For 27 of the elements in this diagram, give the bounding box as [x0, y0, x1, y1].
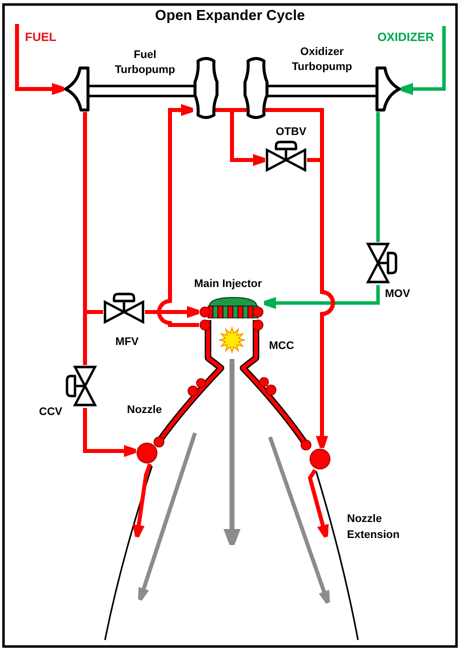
turbine-symbol — [243, 56, 269, 120]
coolant-manifold — [136, 442, 158, 464]
valve-symbol — [65, 365, 97, 408]
valve-symbol — [265, 140, 307, 172]
coolant-manifold — [199, 319, 211, 331]
turbine-symbol — [193, 56, 219, 120]
part-label: Oxidizer Turbopump — [292, 45, 352, 75]
valve-label: CCV — [39, 405, 62, 419]
valve-label: OTBV — [276, 125, 306, 139]
pump-symbol — [64, 66, 90, 112]
coolant-manifold — [309, 448, 331, 470]
part-label: Main Injector — [194, 277, 262, 291]
part-label: MCC — [269, 339, 294, 353]
propellant-label: FUEL — [25, 30, 56, 44]
pipe-line — [83, 112, 87, 365]
part-label: Fuel Turbopump — [114, 48, 176, 78]
valve-symbol — [365, 242, 398, 285]
propellant-label: OXIDIZER — [377, 30, 434, 44]
part-label: Nozzle — [127, 403, 162, 417]
valve-label: MOV — [385, 287, 410, 301]
part-label: Nozzle Extension — [347, 512, 400, 543]
valve-symbol — [103, 292, 145, 324]
injector-symbol — [199, 296, 264, 319]
diagram-title: Open Expander Cycle — [155, 8, 305, 25]
pump-symbol — [375, 66, 401, 112]
valve-label: MFV — [115, 335, 139, 349]
pipe-line — [376, 112, 380, 242]
